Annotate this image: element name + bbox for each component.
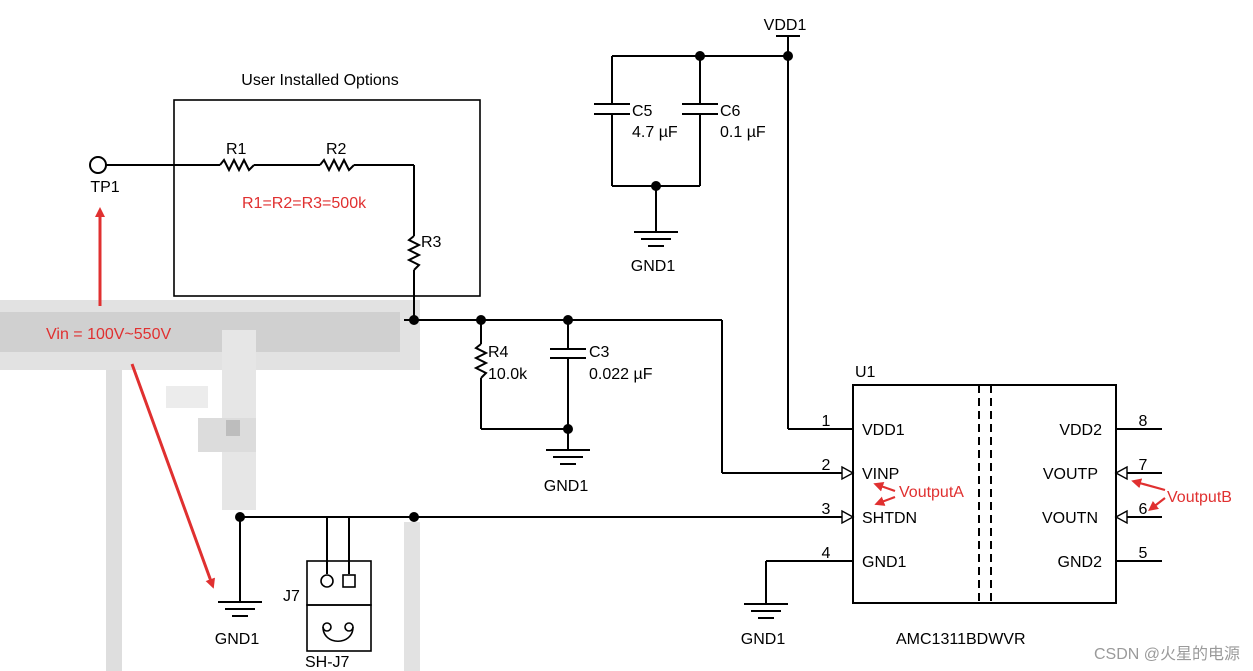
gnd1-label-ic: GND1 <box>741 631 786 648</box>
pin-7-number: 7 <box>1139 457 1148 474</box>
pin-5-name: GND2 <box>1058 554 1103 571</box>
pin-1-name: VDD1 <box>862 422 905 439</box>
r4-value: 10.0k <box>488 366 528 383</box>
watermark: CSDN @火星的电源 <box>1094 645 1240 663</box>
pin-1-number: 1 <box>822 413 831 430</box>
jumper-j7: J7 SH-J7 <box>283 560 372 671</box>
sh-j7-label: SH-J7 <box>305 654 350 671</box>
pin-2-name: VINP <box>862 466 899 483</box>
c3-label: C3 <box>589 344 610 361</box>
r2-label: R2 <box>326 141 347 158</box>
r1-label: R1 <box>226 141 247 158</box>
r4-label: R4 <box>488 344 509 361</box>
vin-annotation: Vin = 100V~550V <box>46 326 171 343</box>
voutputB-annotation: VoutputB <box>1167 489 1232 506</box>
ic-part-number: AMC1311BDWVR <box>896 631 1026 648</box>
u1-label: U1 <box>855 364 876 381</box>
pin-7-name: VOUTP <box>1043 466 1098 483</box>
pin-6-number: 6 <box>1139 501 1148 518</box>
input-network: TP1 R1 R2 R3 R1=R2=R3=500k <box>89 141 442 320</box>
resistor-r2 <box>319 157 355 173</box>
decoupling-network: VDD1 C5 4.7 µF C6 0.1 µF GND1 <box>594 17 842 430</box>
filter-network: R4 10.0k C3 0.022 µF GND1 <box>473 320 653 495</box>
pin-2-number: 2 <box>822 457 831 474</box>
pin-5-number: 5 <box>1139 545 1148 562</box>
pin-4-number: 4 <box>822 545 831 562</box>
test-point-tp1 <box>89 156 107 174</box>
gnd1-label-c3: GND1 <box>544 478 589 495</box>
pin-8-number: 8 <box>1139 413 1148 430</box>
pin-8-name: VDD2 <box>1059 422 1102 439</box>
pin-6-name: VOUTN <box>1042 510 1098 527</box>
shtdn-net: GND1 <box>215 512 842 648</box>
resistor-equation: R1=R2=R3=500k <box>242 195 367 212</box>
c6-label: C6 <box>720 103 741 120</box>
c6-value: 0.1 µF <box>720 124 766 141</box>
user-options-box: User Installed Options <box>173 72 481 297</box>
r3-label: R3 <box>421 234 442 251</box>
annotations: Vin = 100V~550V VoutputA VoutputB <box>46 207 1232 589</box>
resistor-r3 <box>406 235 422 271</box>
j7-label: J7 <box>283 588 300 605</box>
ic-u1: U1 AMC1311BDWVR GND1 1 2 3 4 VDD1 VINP S… <box>741 364 1162 648</box>
vdd1-label: VDD1 <box>764 17 807 34</box>
vinp-net <box>404 315 842 474</box>
c5-label: C5 <box>632 103 653 120</box>
pin-3-number: 3 <box>822 501 831 518</box>
blur-overlay <box>0 300 420 671</box>
voutputA-annotation: VoutputA <box>899 484 964 501</box>
pin-3-name: SHTDN <box>862 510 917 527</box>
resistor-r4 <box>473 343 489 379</box>
c5-value: 4.7 µF <box>632 124 678 141</box>
tp1-label: TP1 <box>90 179 119 196</box>
c3-value: 0.022 µF <box>589 366 653 383</box>
resistor-r1 <box>219 157 255 173</box>
pin-4-name: GND1 <box>862 554 907 571</box>
gnd1-label-caps: GND1 <box>631 258 676 275</box>
option-box-title: User Installed Options <box>241 72 398 89</box>
gnd1-label-jumper: GND1 <box>215 631 260 648</box>
